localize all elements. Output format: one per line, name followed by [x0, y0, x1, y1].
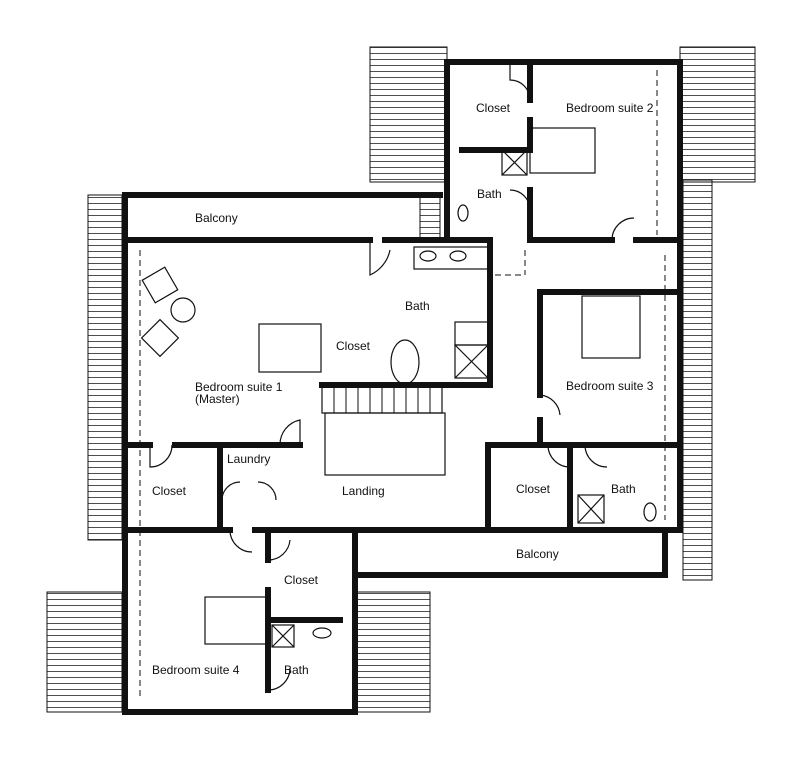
- label-closet-left: Closet: [152, 484, 187, 498]
- label-bedroom-suite1-sub: (Master): [195, 392, 240, 406]
- label-bedroom-suite4: Bedroom suite 4: [152, 663, 240, 677]
- roof-areas: [46, 46, 756, 713]
- label-bath-master: Bath: [405, 299, 430, 313]
- label-bath-suite4: Bath: [284, 663, 309, 677]
- label-bath-suite2: Bath: [477, 187, 502, 201]
- label-bedroom-suite3: Bedroom suite 3: [566, 379, 654, 393]
- label-laundry: Laundry: [227, 452, 270, 466]
- label-landing: Landing: [342, 484, 385, 498]
- fixtures: [139, 62, 666, 700]
- label-bath-suite3: Bath: [611, 482, 636, 496]
- room-labels: Balcony Closet Bedroom suite 2 Bath Bath…: [152, 101, 654, 677]
- label-closet-suite4: Closet: [284, 573, 319, 587]
- label-bedroom-suite1: Bedroom suite 1: [195, 380, 283, 394]
- label-closet-suite3: Closet: [516, 482, 551, 496]
- label-balcony-bottom: Balcony: [516, 547, 559, 561]
- label-closet-master: Closet: [336, 339, 371, 353]
- label-closet-suite2: Closet: [476, 101, 511, 115]
- walls: [122, 59, 683, 715]
- label-balcony-top: Balcony: [195, 211, 238, 225]
- label-bedroom-suite2: Bedroom suite 2: [566, 101, 654, 115]
